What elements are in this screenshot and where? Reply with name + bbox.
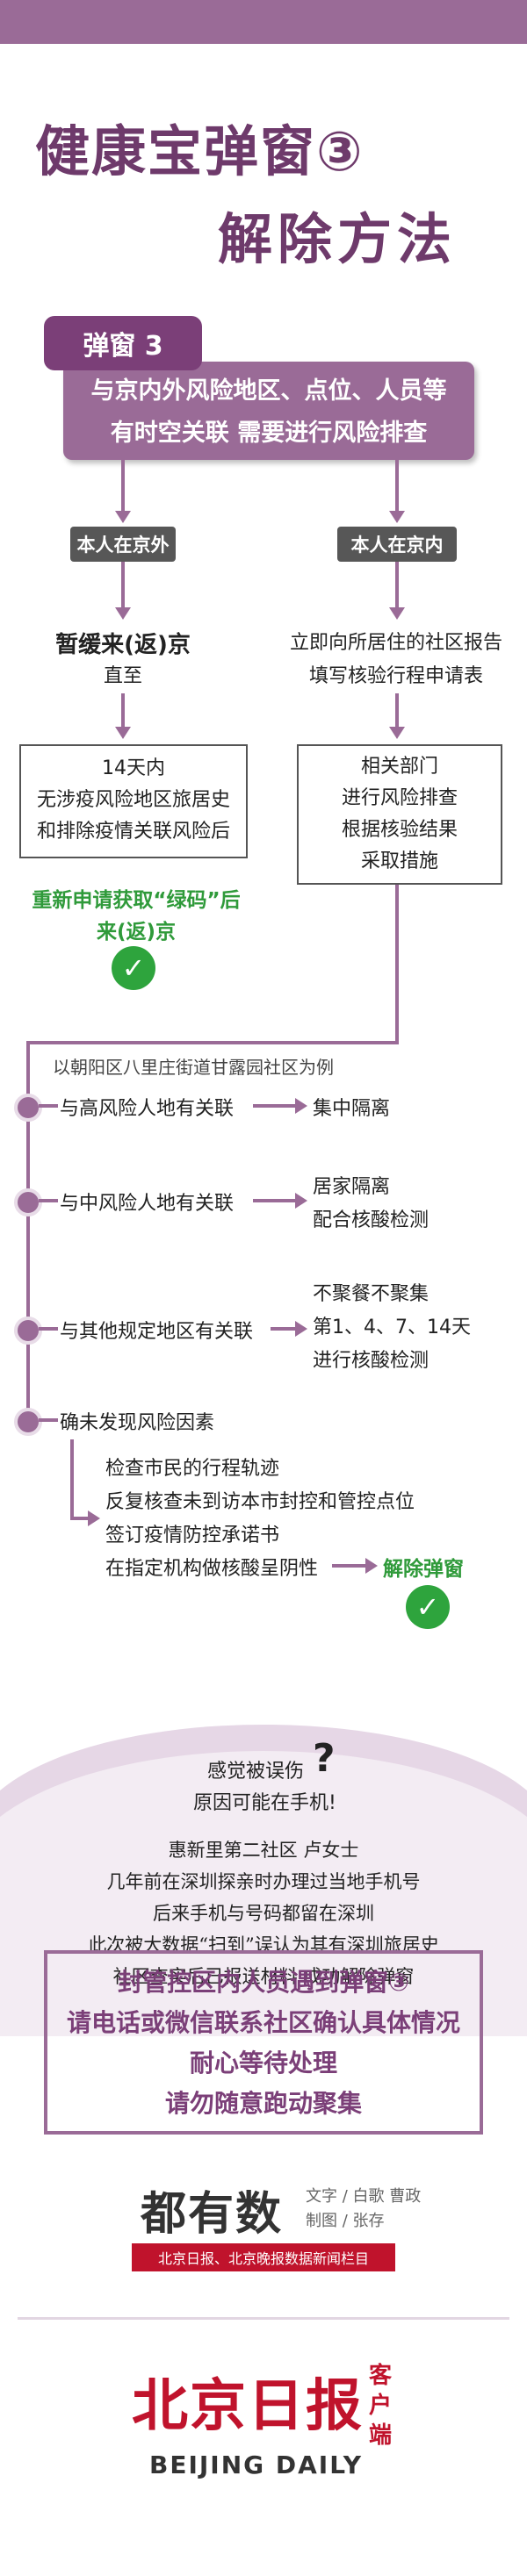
step-check-trajectory: 检查市民的行程轨迹 [105,1458,280,1480]
story-line: 几年前在深圳探亲时办理过当地手机号 [106,1871,421,1892]
step-negative-test: 在指定机构做核酸呈阴性 [105,1558,319,1580]
unlock-popup-text: 解除弹窗 [383,1558,464,1581]
brand-logo: 都有数 [141,2188,284,2241]
connector [253,1104,297,1108]
story-line: 惠新里第二社区 卢女士 [168,1840,359,1861]
timeline-dot [14,1408,42,1436]
notice-line: 请勿随意跑动聚集 [164,2089,362,2118]
arrow-right-icon [365,1558,378,1574]
report-community-text: 立即向所居住的社区报告 [289,632,502,654]
logo-side-text: 客户端 [369,2363,393,2449]
item-no-risk-label: 确未发现风险因素 [60,1412,215,1434]
pill-outside-beijing: 本人在京外 [70,527,176,562]
connector [395,693,399,730]
return-beijing-text: 来(返)京 [96,921,177,944]
timeline-dot [14,1094,42,1122]
item-other-result-1: 不聚餐不聚集 [313,1283,430,1305]
arrow-down-icon [115,511,131,523]
right-box-line: 进行风险排查 [341,787,458,809]
beijing-daily-logo: 北京日报 [132,2373,364,2439]
popup-desc-line1: 与京内外风险地区、点位、人员等 [90,377,447,405]
page-title-line2: 解除方法 [218,207,458,271]
connector [26,1041,399,1044]
misjudge-reason: 原因可能在手机! [193,1792,336,1814]
until-text: 直至 [103,665,142,687]
arrow-right-icon [295,1321,307,1337]
connector [121,693,125,730]
popup-description-box: 与京内外风险地区、点位、人员等 有时空关联 需要进行风险排查 [63,362,474,460]
left-box-line: 14天内 [102,757,165,779]
arrow-right-icon [88,1510,100,1526]
misjudge-question: 感觉被误伤 [207,1761,305,1783]
connector [121,562,125,611]
connector [70,1439,74,1518]
top-banner [0,0,527,44]
left-box-line: 和排除疫情关联风险后 [36,821,230,843]
item-high-risk-label: 与高风险人地有关联 [60,1098,235,1120]
story-line: 后来手机与号码都留在深圳 [153,1903,374,1924]
fill-form-text: 填写核验行程申请表 [308,665,483,687]
popup-tag: 弹窗 3 [44,316,202,370]
right-box-line: 采取措施 [360,850,438,872]
timeline-line [26,1041,30,1418]
connector [39,1199,58,1202]
notice-line: 耐心等待处理 [189,2049,337,2077]
notice-box: 封管控区内人员遇到弹窗③ 请电话或微信联系社区确认具体情况 耐心等待处理 请勿随… [44,1950,483,2135]
connector [253,1199,297,1202]
connector [332,1564,367,1568]
item-other-result-3: 进行核酸检测 [313,1350,430,1372]
example-caption: 以朝阳区八里庄街道甘露园社区为例 [53,1057,334,1078]
arrow-down-icon [389,511,405,523]
item-other-result-2: 第1、4、7、14天 [313,1317,471,1338]
notice-line: 请电话或微信联系社区确认具体情况 [66,2008,460,2037]
item-mid-risk-result-2: 配合核酸检测 [313,1209,430,1231]
item-mid-risk-result-1: 居家隔离 [313,1176,391,1198]
item-other-area-label: 与其他规定地区有关联 [60,1321,254,1343]
right-box-line: 相关部门 [360,756,438,778]
suspend-return-text: 暂缓来(返)京 [55,632,191,658]
arrow-down-icon [389,607,405,620]
right-measure-box: 相关部门 进行风险排查 根据核验结果 采取措施 [297,744,502,885]
arrow-right-icon [295,1098,307,1114]
timeline-dot [14,1317,42,1345]
wave-background [0,1725,527,2036]
right-box-line: 根据核验结果 [341,819,458,841]
pill-inside-beijing: 本人在京内 [337,527,457,562]
left-condition-box: 14天内 无涉疫风险地区旅居史 和排除疫情关联风险后 [19,744,248,858]
page-title-line1: 健康宝弹窗③ [35,119,365,183]
question-mark-icon: ? [313,1736,336,1781]
step-verify-points: 反复核查未到访本市封控和管控点位 [105,1491,415,1513]
reapply-green-code-text: 重新申请获取“绿码”后 [32,889,241,912]
beijing-daily-en: BEIJING DAILY [149,2450,363,2479]
item-high-risk-result: 集中隔离 [313,1098,391,1120]
connector [39,1327,58,1331]
connector [39,1104,58,1108]
step-sign-pledge: 签订疫情防控承诺书 [105,1525,280,1546]
connector [70,1517,90,1520]
arrow-down-icon [389,727,405,739]
notice-line: 封管控区内人员遇到弹窗③ [118,1968,409,1997]
credit-design: 制图 / 张存 [306,2212,385,2230]
connector [271,1327,297,1331]
arrow-down-icon [115,607,131,620]
popup-desc-line2: 有时空关联 需要进行风险排查 [110,420,428,447]
timeline-dot [14,1188,42,1216]
checkmark-icon: ✓ [112,946,155,990]
connector [395,460,399,513]
arrow-right-icon [295,1193,307,1209]
connector [121,460,125,513]
divider [18,2317,509,2320]
item-mid-risk-label: 与中风险人地有关联 [60,1193,235,1215]
connector [39,1418,58,1422]
connector [395,885,399,1043]
left-box-line: 无涉疫风险地区旅居史 [36,789,230,811]
credit-banner: 北京日报、北京晚报数据新闻栏目 [132,2243,395,2271]
credit-text: 文字 / 白歌 曹政 [306,2187,422,2206]
story-line: 社区查实后已报送材料 成功解除弹窗 [112,1966,415,1987]
connector [395,562,399,611]
checkmark-icon: ✓ [406,1585,450,1629]
arrow-down-icon [115,727,131,739]
